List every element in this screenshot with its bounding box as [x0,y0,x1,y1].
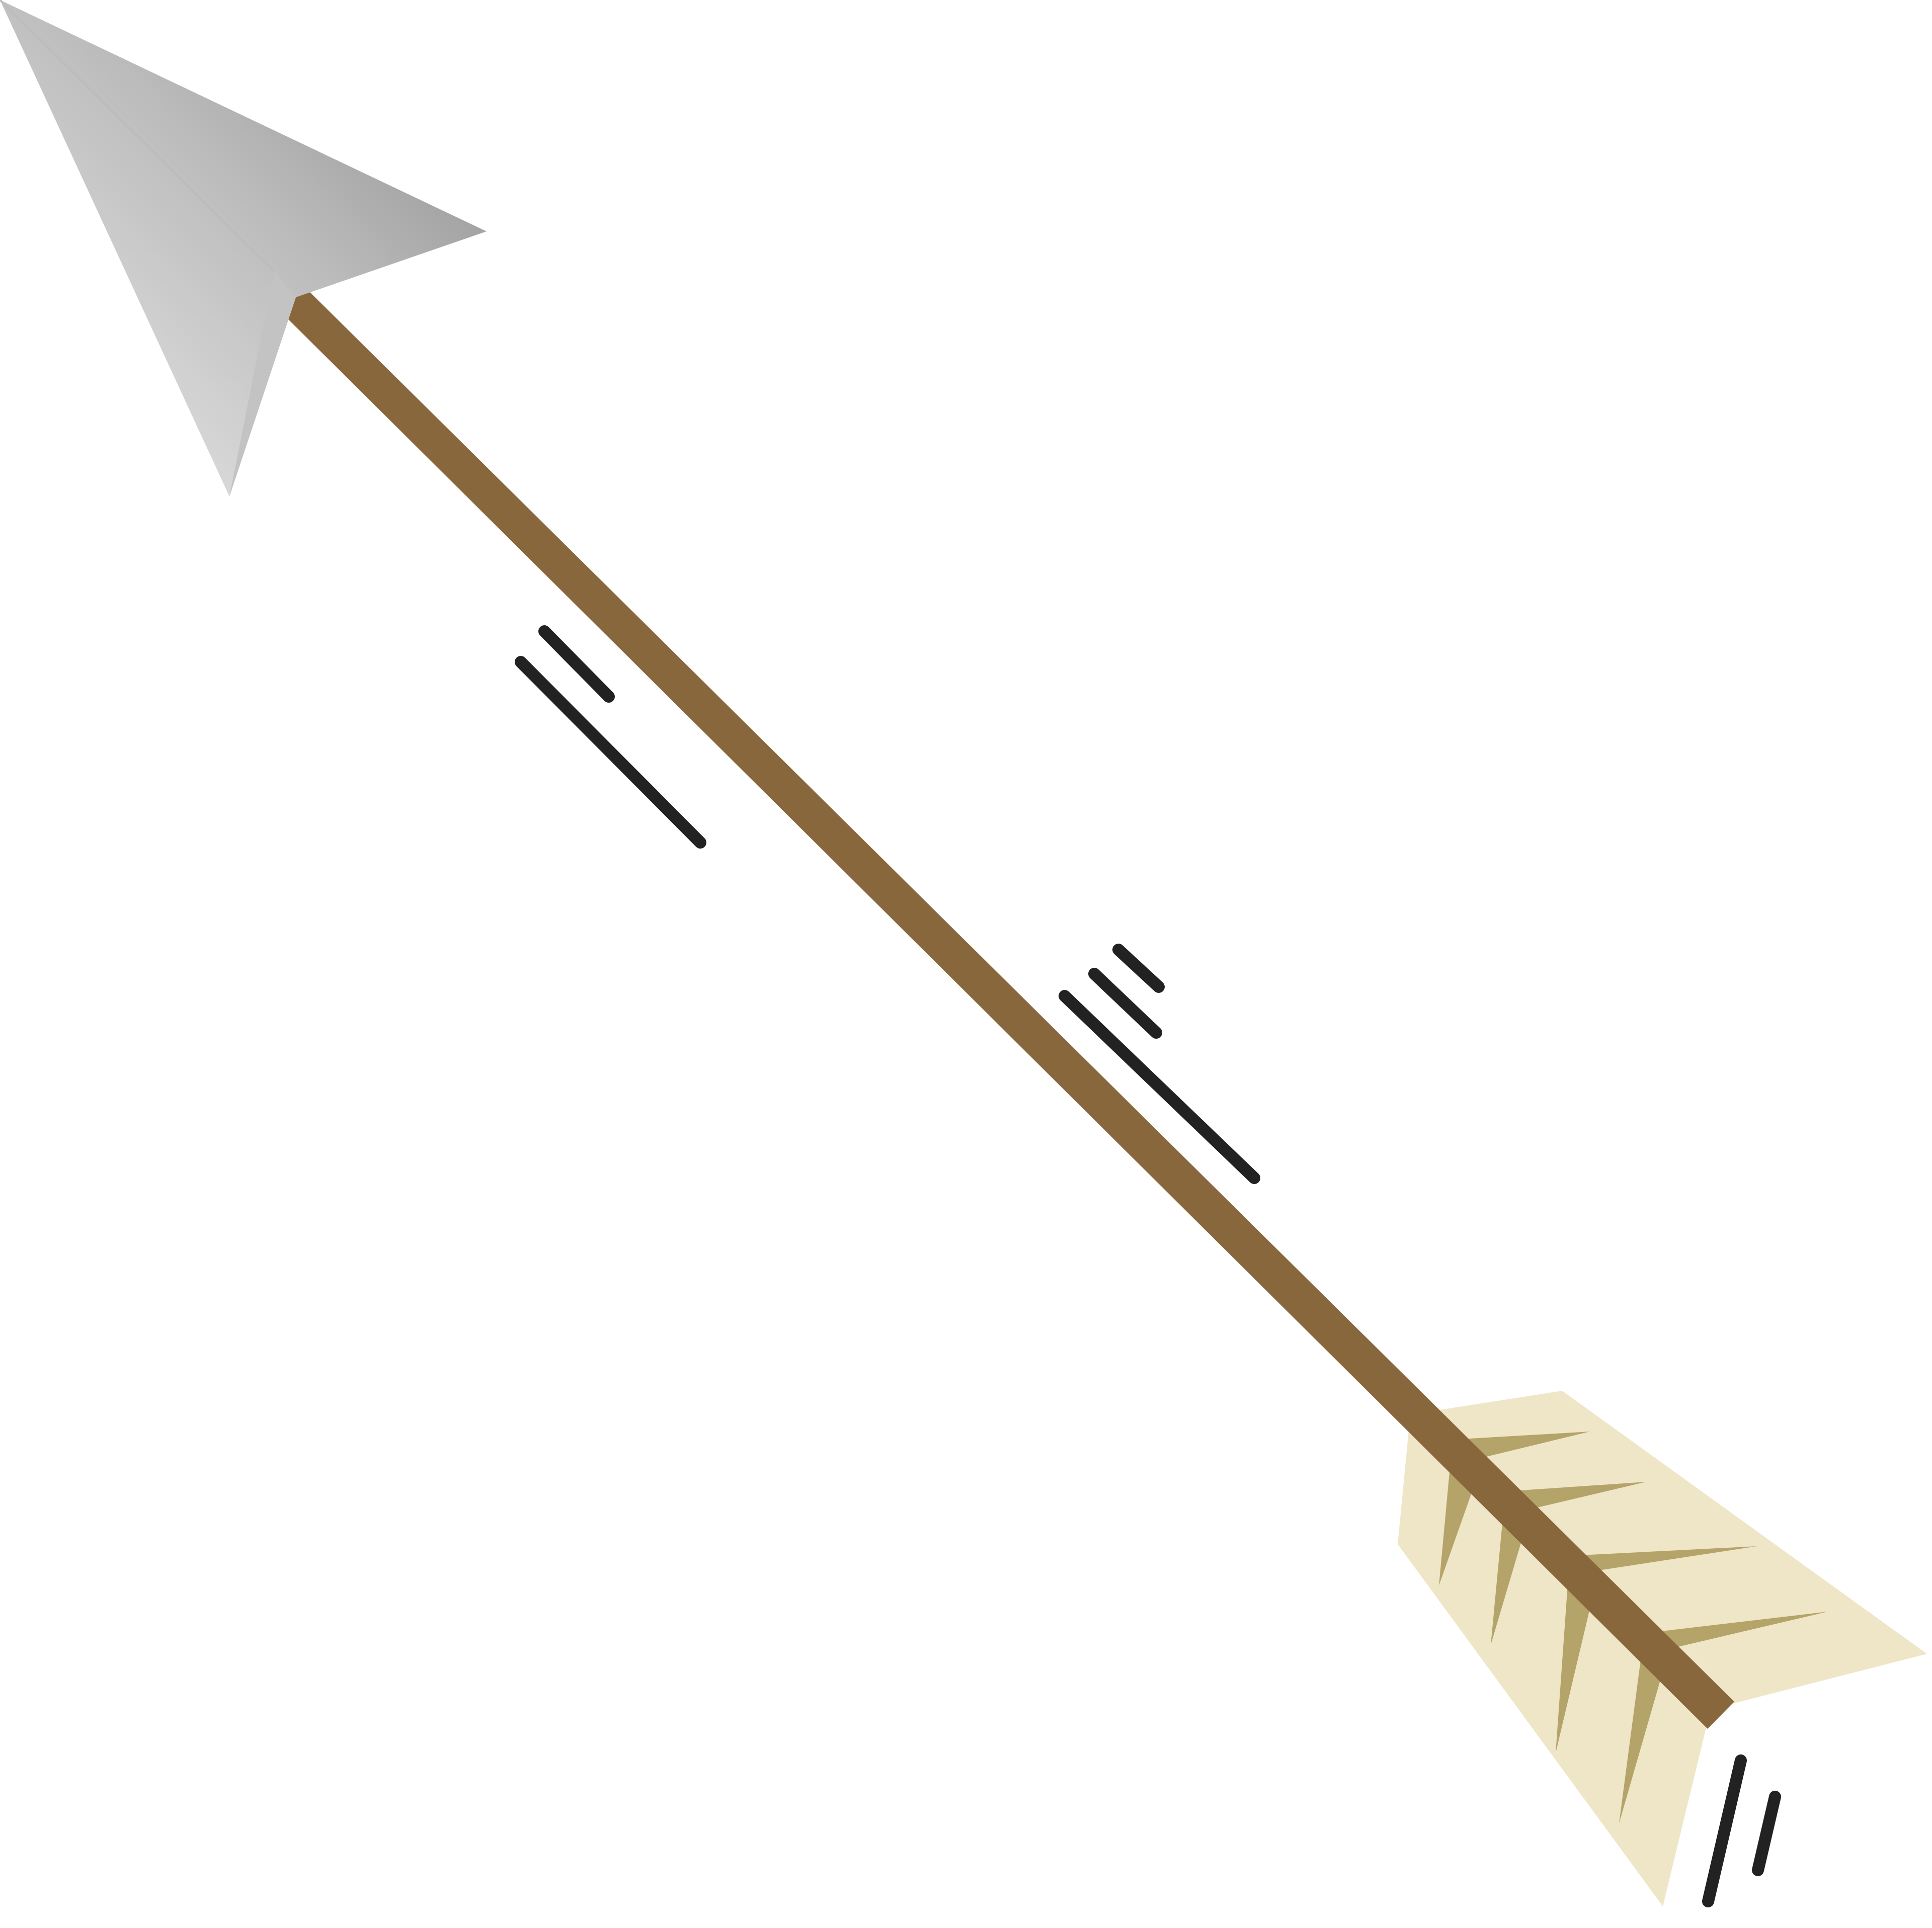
arrowhead [0,0,487,496]
motion-lines-upper-left [515,625,706,849]
motion-line [1752,1791,1781,1876]
motion-line [1702,1754,1747,1907]
motion-line [1088,968,1162,1039]
motion-lines-center [1059,944,1260,1184]
arrowhead-main [0,0,487,496]
motion-line [1112,944,1165,993]
arrowhead-inner-facet [229,272,296,496]
motion-line [1059,990,1260,1184]
arrowhead-ridge [0,0,275,273]
motion-line [538,625,615,703]
motion-lines-lower-right [1702,1754,1781,1907]
motion-line [515,656,706,849]
arrow-shaft [280,284,1734,1729]
